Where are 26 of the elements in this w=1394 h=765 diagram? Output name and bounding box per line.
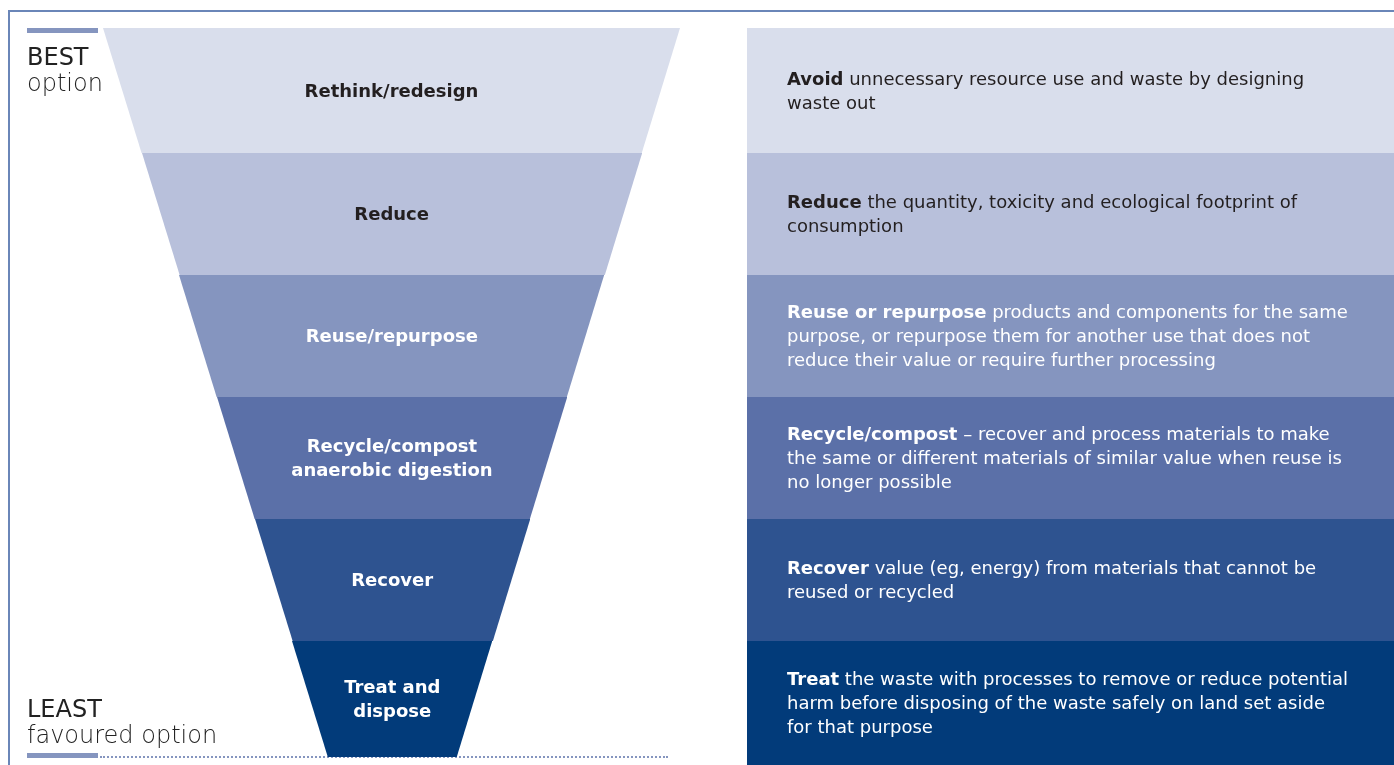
description-panel — [747, 28, 1394, 153]
description-text: Recover value (eg, energy) from materials that cannot be reused or recycled — [787, 556, 1318, 604]
description-panel — [747, 153, 1394, 275]
description-text: Treat the waste with processes to remove or reduce potential harm before disposing of the waste safely on land set aside for that purpose — [787, 667, 1350, 739]
level-label: Reuse/repurpose — [305, 324, 478, 348]
funnel-segment — [292, 641, 493, 757]
level-label: Recover — [351, 568, 434, 592]
funnel-segment — [179, 275, 605, 397]
level-label: Rethink/redesign — [304, 78, 479, 103]
description-text: Reuse or repurpose products and components for the same purpose, or repurpose them for another use that does not reduce their value or require further processing — [787, 300, 1349, 372]
description-panel — [747, 275, 1394, 397]
level-label: Recycle/compost anaerobic digestion — [290, 434, 494, 482]
description-text: Reduce the quantity, toxicity and ecological footprint of consumption — [787, 190, 1299, 238]
funnel-segment — [103, 28, 680, 153]
level-label: Reduce — [354, 202, 429, 226]
description-text: Recycle/compost – recover and process materials to make the same or different materials of similar value when reuse is no longer possible — [787, 422, 1343, 494]
funnel-segment — [254, 519, 530, 641]
description-panel — [747, 641, 1394, 765]
rank-label: BEST option — [27, 44, 103, 96]
description-text: Avoid unnecessary resource use and waste by designing waste out — [787, 66, 1306, 115]
description-panel — [747, 519, 1394, 641]
funnel-segment — [216, 397, 568, 519]
level-label: Treat and dispose — [343, 675, 442, 723]
funnel-segment — [141, 153, 642, 275]
rank-label: LEAST favoured option — [27, 696, 218, 748]
description-panel — [747, 397, 1394, 519]
